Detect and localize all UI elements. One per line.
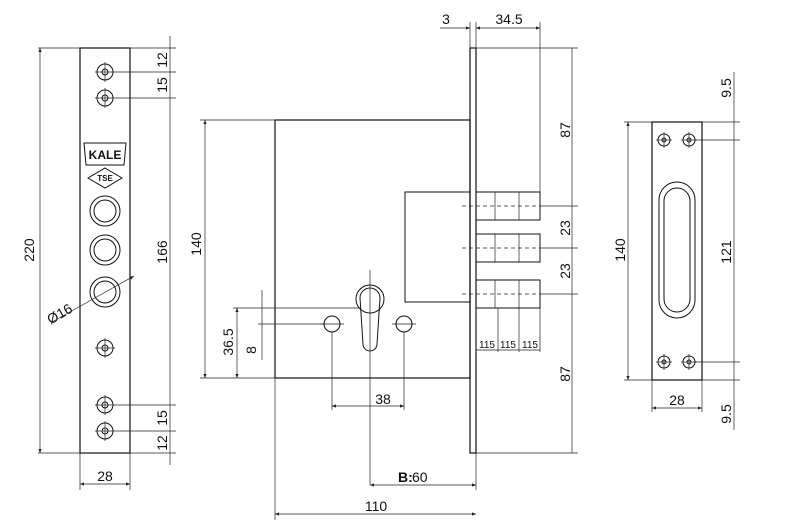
front-plate-view: KALE TSE Ø16 [21,36,176,490]
dim-hole-span: 166 [154,240,170,264]
strike-slot [658,181,696,319]
backset-label: B: [398,469,413,485]
dim-bolt-w3: 115 [522,340,538,351]
dim-bot-1: 15 [154,410,170,426]
dim-cyl-height: 36.5 [220,328,236,355]
dim-depth: 110 [365,498,388,514]
dim-bot-2: 12 [154,435,170,451]
svg-text:TSE: TSE [97,174,113,183]
dim-inner: 121 [718,240,734,264]
bolt-hole [89,195,121,227]
height-label: 220 [21,238,37,262]
dim-throw: 34.5 [495,11,522,27]
front-plate-outline [79,47,131,454]
dim-top-2: 15 [154,77,170,93]
dim-top-87: 87 [557,122,573,138]
dim-plate-thk: 3 [442,11,450,27]
backset-value: 60 [412,469,428,485]
lock-body [274,119,471,379]
screw-hole [95,338,115,358]
dim-hole-spacing: 38 [375,391,391,407]
bolt-hole [89,276,121,308]
svg-text:KALE: KALE [89,148,122,162]
spindle-hole [392,315,416,333]
screw-hole [95,88,115,108]
screw-hole [656,132,672,148]
dim-cyl-small: 8 [243,346,259,354]
dim-top-gap: 9.5 [718,78,734,98]
bolt [462,279,541,309]
screw-hole [95,62,115,82]
dim-bot-gap: 9.5 [718,404,734,424]
kale-logo: KALE TSE [83,142,127,189]
strike-plate-view: 140 9.5 121 9.5 28 [612,72,740,430]
dim-body-height: 140 [188,232,204,256]
dim-bolt-23a: 23 [557,220,573,236]
screw-hole [656,354,672,370]
cylinder-keyhole [355,270,385,485]
faceplate [469,47,477,454]
bolt-hole [89,234,121,266]
dim-strike-height: 140 [612,238,628,262]
dim-bolt-23b: 23 [557,263,573,279]
dim-strike-width: 28 [669,392,685,408]
diameter-label: Ø16 [44,300,75,327]
screw-hole [95,421,115,441]
screw-hole [95,395,115,415]
lock-side-view: 140 36.5 8 38 B: 60 110 3 34.5 [188,11,578,520]
mechanism-outline [404,191,470,303]
strike-plate-outline [651,121,703,381]
dim-bot-87: 87 [557,366,573,382]
dim-bolt-w2: 115 [500,340,516,351]
dim-bolt-w1: 115 [479,340,495,351]
dim-top-1: 12 [154,52,170,68]
dim-width: 28 [97,468,113,484]
